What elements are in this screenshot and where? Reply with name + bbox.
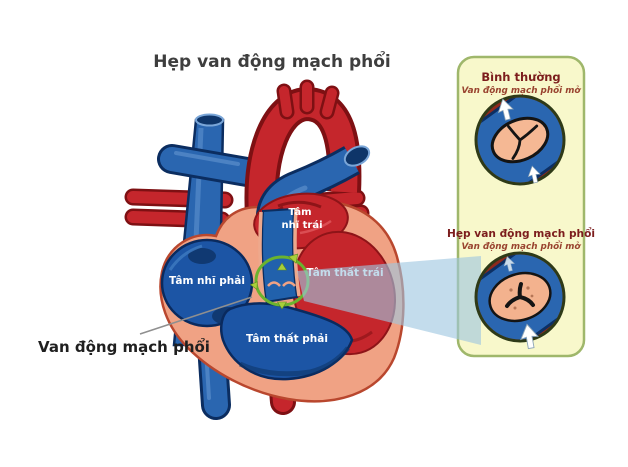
panel-stenosis-subtitle: Van động mạch phổi mở [462,240,582,252]
flow-arrow-up-icon [497,98,514,121]
callout-leader-line [139,296,253,335]
open-valve-leaflet-lines [507,124,539,160]
panel-stenosis-title: Hẹp van động mạch phổi [447,227,595,240]
flow-arrow-up-icon [527,165,541,184]
pulmonary-trunk [258,207,301,304]
label-right-ventricle: Tâm thất phải [246,332,328,345]
page-title: Hẹp van động mạch phổi [153,50,391,72]
panel-normal-title: Bình thường [481,70,560,84]
callout-label: Van động mạch phổi [38,337,210,356]
label-left-atrium-line1: Tâm [288,206,311,218]
aortic-arch [244,79,362,217]
magnifier-beam [297,256,481,345]
stenotic-valve-slit [505,282,535,310]
innominate-vein [157,144,262,187]
label-right-atrium: Tâm nhĩ phải [169,275,245,287]
flow-arrow-up-small-icon [503,256,515,272]
label-left-atrium-line2: nhĩ trái [281,219,322,231]
panel-normal-subtitle: Van động mạch phổi mở [462,84,582,96]
right-ventricle [220,302,354,381]
flow-arrow-up-icon [520,323,539,350]
